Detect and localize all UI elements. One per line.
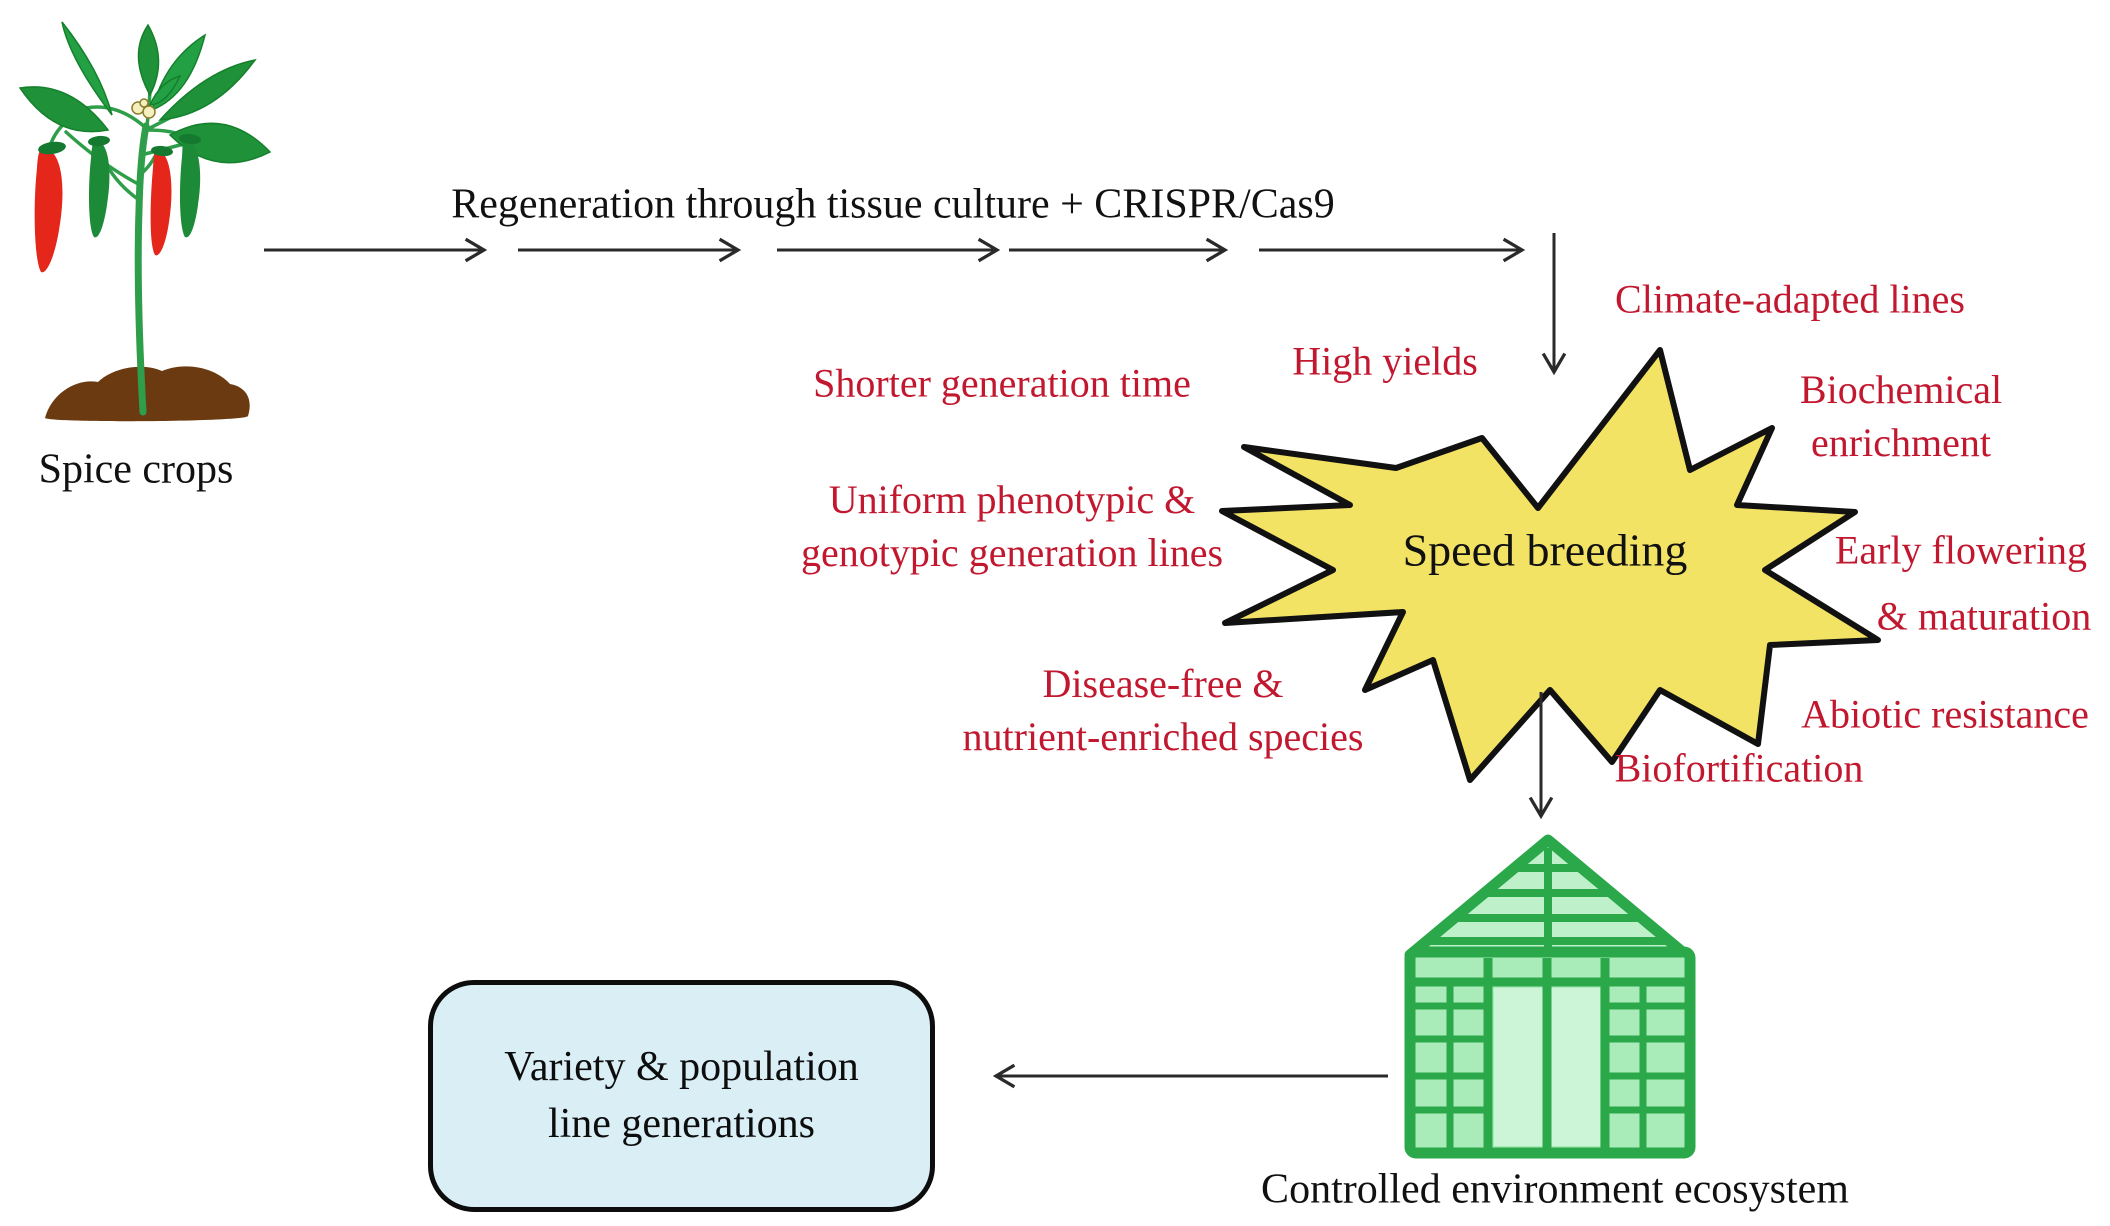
- plant-flower: [131, 98, 156, 119]
- benefit-biofortification: Biofortification: [1614, 745, 1864, 791]
- benefit-early-maturation: & maturation: [1876, 593, 2092, 639]
- benefit-uniform-lines: Uniform phenotypic & genotypic generatio…: [801, 474, 1223, 580]
- benefit-line: nutrient-enriched species: [962, 714, 1364, 759]
- green-chili: [180, 137, 201, 238]
- red-chili: [34, 147, 63, 273]
- green-chili: [89, 139, 110, 238]
- benefit-disease-free: Disease-free & nutrient-enriched species: [963, 658, 1364, 764]
- benefit-abiotic-resistance: Abiotic resistance: [1801, 691, 2089, 737]
- outcome-box: Variety & population line generations: [428, 980, 935, 1212]
- benefit-high-yields: High yields: [1292, 338, 1478, 384]
- speed-breeding-starburst: [1219, 347, 1881, 783]
- chili-fruits: [34, 133, 201, 273]
- red-chili: [150, 149, 172, 256]
- greenhouse-icon: [1404, 834, 1696, 1159]
- benefit-early-flowering: Early flowering: [1834, 527, 2088, 573]
- benefit-line: Disease-free &: [1042, 661, 1284, 707]
- benefit-biochemical-enrichment: Biochemical enrichment: [1800, 364, 2002, 470]
- benefit-line: Uniform phenotypic &: [828, 477, 1196, 523]
- outcome-line: Variety & population: [504, 1044, 859, 1091]
- plant-stem: [134, 122, 150, 416]
- benefit-line: Biochemical: [1799, 367, 2003, 413]
- soil-mound: [45, 366, 250, 422]
- benefit-climate-adapted: Climate-adapted lines: [1615, 276, 1965, 322]
- greenhouse-label: Controlled environment ecosystem: [1261, 1166, 1849, 1213]
- chili-plant-illustration: [18, 21, 272, 422]
- outcome-box-text: Variety & population line generations: [504, 1039, 859, 1152]
- process-arrow-chain: [264, 233, 1567, 376]
- speed-breeding-label: Speed breeding: [1402, 524, 1688, 576]
- outcome-line: line generations: [547, 1101, 816, 1147]
- process-label: Regeneration through tissue culture + CR…: [451, 181, 1335, 228]
- benefit-line: enrichment: [1811, 420, 1991, 465]
- benefit-shorter-generation: Shorter generation time: [813, 360, 1191, 406]
- benefit-line: genotypic generation lines: [800, 530, 1224, 575]
- spice-crops-label: Spice crops: [38, 446, 234, 493]
